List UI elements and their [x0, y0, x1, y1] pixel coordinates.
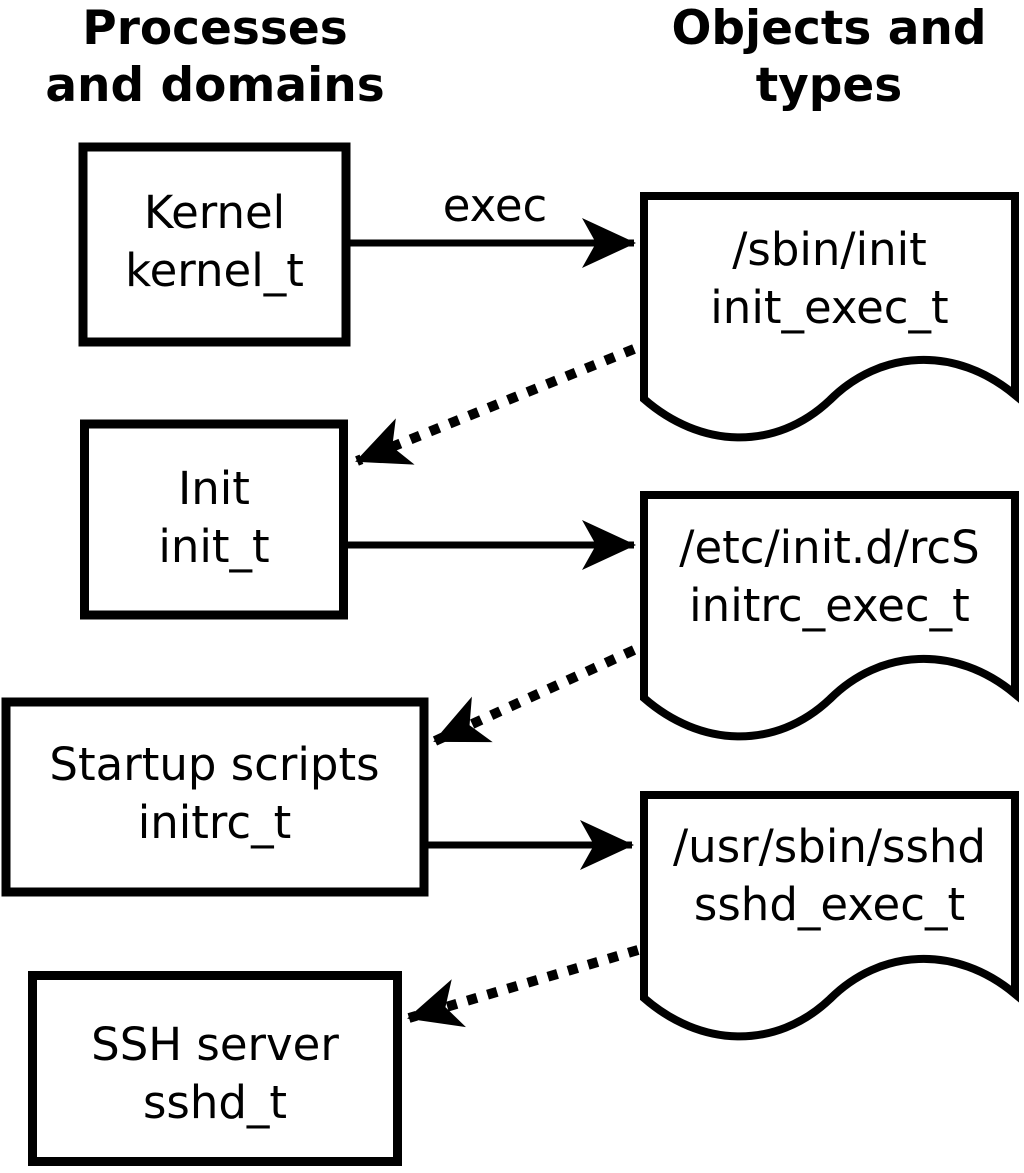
exec-arrow-label: exec — [442, 179, 548, 232]
sbin-init-doc-label: /sbin/init init_exec_t — [640, 221, 1019, 337]
heading-left-line2: and domains — [45, 58, 385, 113]
startup-scripts-title: Startup scripts — [49, 738, 380, 791]
init-type: init_t — [158, 520, 270, 573]
document-shape-etc-initd-rcs — [640, 491, 1019, 741]
sbin-init-path: /sbin/init — [732, 223, 927, 276]
document-shape-sbin-init — [640, 192, 1019, 442]
sbin-init-type: init_exec_t — [710, 281, 949, 334]
heading-right-line2: types — [755, 58, 903, 113]
process-box-init — [80, 419, 348, 620]
startup-scripts-type: initrc_t — [137, 796, 292, 849]
etc-initd-rcs-type: initrc_exec_t — [689, 579, 970, 632]
kernel-type: kernel_t — [125, 244, 304, 297]
heading-right-line1: Objects and — [671, 1, 987, 56]
init-box-label: Init init_t — [80, 460, 348, 576]
heading-left-line1: Processes — [82, 1, 348, 56]
ssh-server-title: SSH server — [91, 1018, 339, 1071]
ssh-server-box-label: SSH server sshd_t — [28, 1016, 402, 1132]
startup-scripts-box-label: Startup scripts initrc_t — [1, 736, 428, 852]
column-heading-processes-and-domains: Processes and domains — [0, 0, 430, 114]
etc-initd-rcs-path: /etc/init.d/rcS — [679, 521, 980, 574]
dotted-arrow-etc-initd-rcs-to-startup — [432, 645, 637, 746]
usr-sbin-sshd-path: /usr/sbin/sshd — [673, 820, 986, 873]
kernel-box-label: Kernel kernel_t — [79, 184, 350, 300]
usr-sbin-sshd-doc-label: /usr/sbin/sshd sshd_exec_t — [640, 818, 1019, 934]
process-box-startup-scripts — [1, 697, 429, 897]
dotted-arrow-usr-sbin-sshd-to-ssh-server — [407, 945, 640, 1028]
init-title: Init — [178, 462, 250, 515]
usr-sbin-sshd-type: sshd_exec_t — [693, 878, 966, 931]
dotted-arrow-sbin-init-to-init — [355, 344, 636, 466]
kernel-title: Kernel — [143, 186, 286, 239]
process-box-kernel — [78, 142, 351, 347]
etc-initd-rcs-doc-label: /etc/init.d/rcS initrc_exec_t — [640, 519, 1019, 635]
ssh-server-type: sshd_t — [142, 1076, 288, 1129]
process-box-ssh-server — [28, 971, 402, 1166]
column-heading-objects-and-types: Objects and types — [633, 0, 1024, 114]
document-shape-usr-sbin-sshd — [640, 791, 1019, 1041]
